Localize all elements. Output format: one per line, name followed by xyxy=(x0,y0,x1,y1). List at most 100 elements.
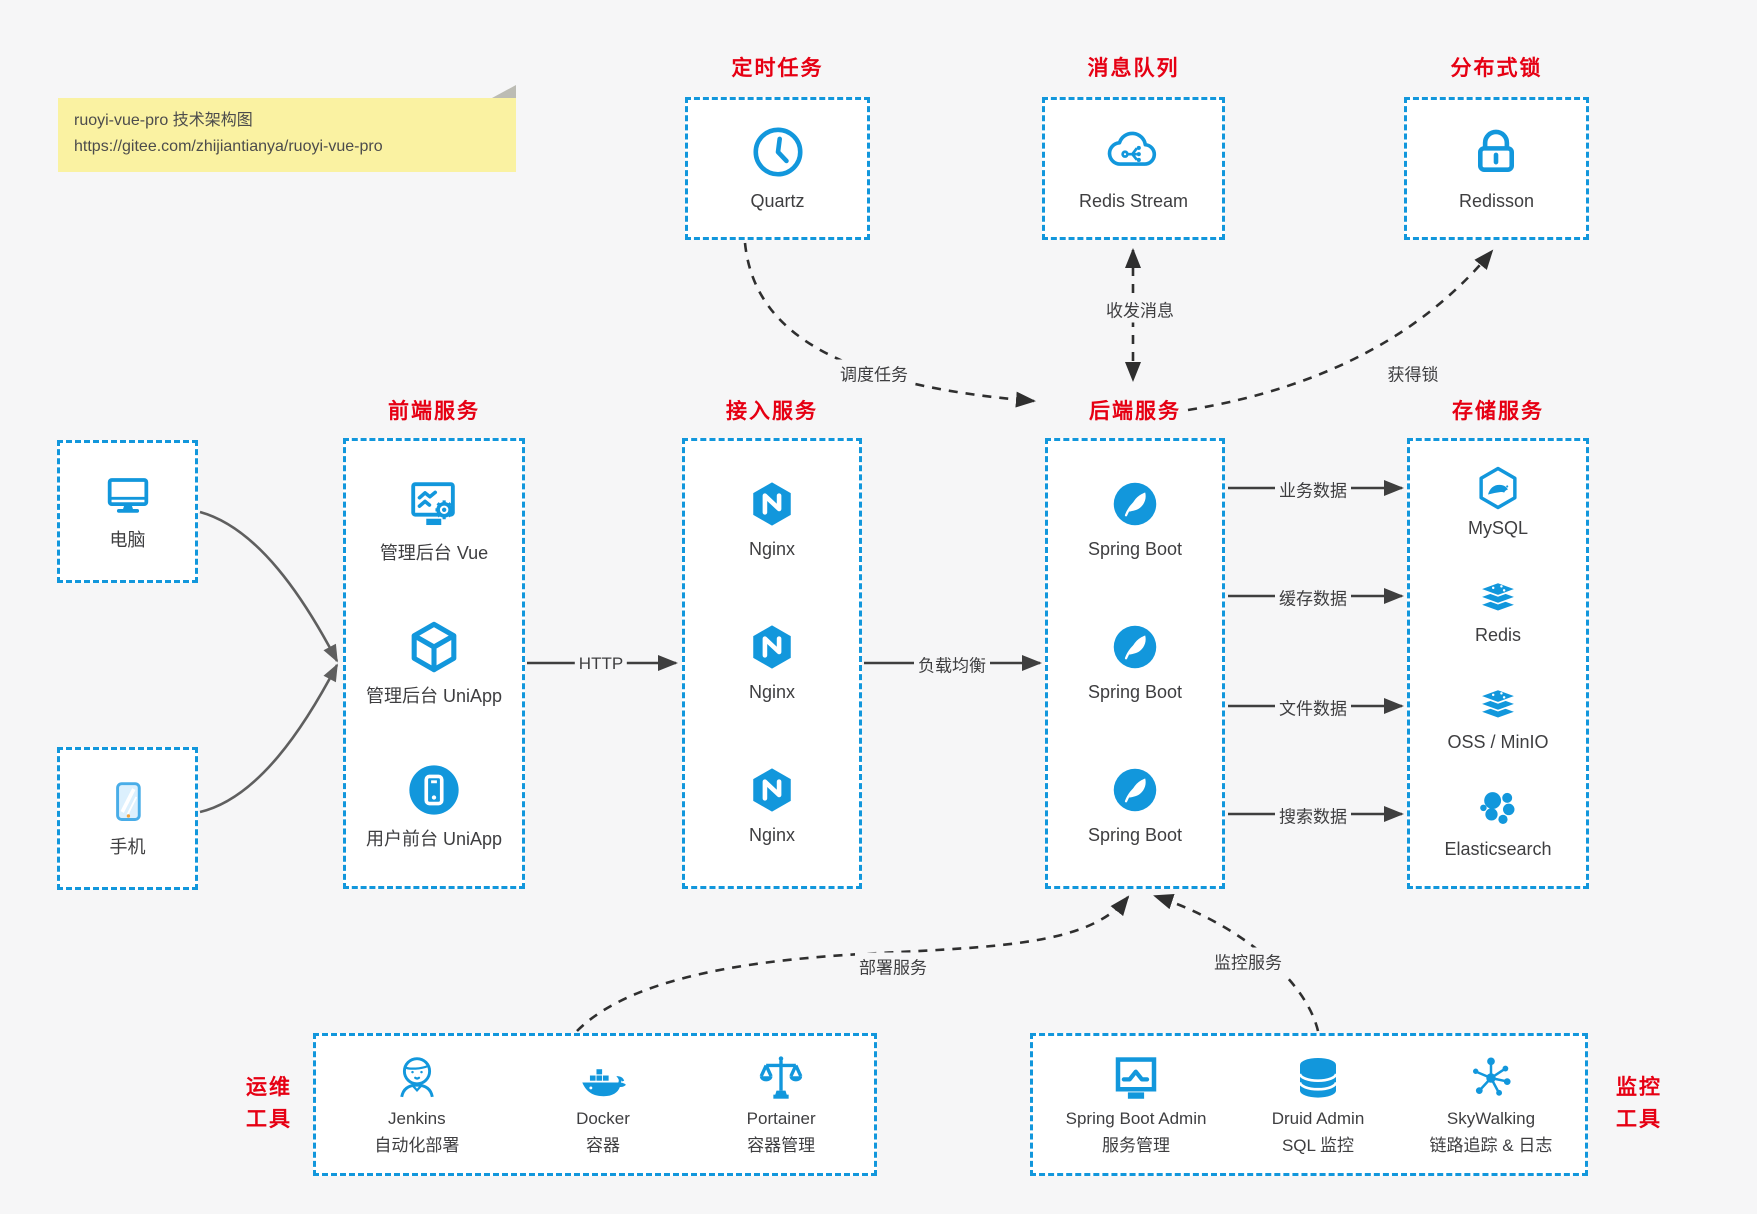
user-app-icon xyxy=(409,765,459,815)
topology-icon xyxy=(1472,1057,1511,1096)
storage-item: OSS / MinIO xyxy=(1447,679,1549,755)
frontend-box: 管理后台 Vue 管理后台 UniApp 用户前台 UniApp xyxy=(343,438,525,889)
mq-item: Redis Stream xyxy=(1079,123,1188,214)
phone-box: 手机 xyxy=(57,747,198,890)
gateway-item: Nginx xyxy=(747,765,797,848)
computer-icon xyxy=(107,478,148,513)
ops-item: Docker 容器 xyxy=(576,1051,630,1158)
tool-name: SkyWalking xyxy=(1446,1108,1536,1128)
tool-name: Docker xyxy=(576,1108,630,1128)
edge-label-load-balance: 负载均衡 xyxy=(914,650,990,678)
monitoring-item: Druid Admin SQL 监控 xyxy=(1272,1051,1364,1158)
monitoring-item: SkyWalking 链路追踪 & 日志 xyxy=(1429,1051,1553,1158)
mysql-icon xyxy=(1479,466,1517,509)
node-label: 管理后台 Vue xyxy=(379,542,489,563)
node-label: Redis xyxy=(1474,624,1522,645)
tool-desc: 自动化部署 xyxy=(374,1135,460,1155)
node-label: OSS / MinIO xyxy=(1447,732,1549,753)
tool-desc: 容器管理 xyxy=(747,1135,816,1155)
springboot-icon xyxy=(1113,482,1157,526)
tool-desc: 服务管理 xyxy=(1102,1135,1171,1155)
node-label: MySQL xyxy=(1467,517,1528,538)
storage-box: MySQL Redis OSS / MinIO xyxy=(1407,438,1589,889)
tool-desc: 容器 xyxy=(586,1135,620,1155)
group-title-backend: 后端服务 xyxy=(1089,400,1181,423)
frontend-item: 用户前台 UniApp xyxy=(366,761,502,852)
note-title: ruoyi-vue-pro 技术架构图 xyxy=(74,112,253,129)
scheduler-item: Quartz xyxy=(749,123,807,214)
tool-name: Spring Boot Admin xyxy=(1065,1108,1207,1128)
nginx-icon xyxy=(753,482,791,526)
docker-whale-icon xyxy=(582,1069,626,1097)
node-label: Spring Boot xyxy=(1087,681,1183,702)
group-title-scheduler: 定时任务 xyxy=(731,57,824,80)
node-label: Redisson xyxy=(1458,190,1535,211)
database-icon xyxy=(1298,1057,1338,1098)
ops-title-line2: 工具 xyxy=(246,1107,292,1131)
tool-name: Jenkins xyxy=(388,1108,446,1128)
phone-item: 手机 xyxy=(103,777,153,860)
edge-label-monitor-service: 监控服务 xyxy=(1210,947,1286,975)
storage-stack-icon xyxy=(1478,688,1518,720)
monitoring-tools-box: Spring Boot Admin 服务管理 Druid Admin SQL 监… xyxy=(1030,1033,1588,1176)
ops-item: Portainer 容器管理 xyxy=(747,1051,816,1158)
edge-label-acquire-lock: 获得锁 xyxy=(1383,359,1443,387)
lock-box: Redisson xyxy=(1404,97,1589,240)
monitoring-title-line1: 监控 xyxy=(1616,1076,1662,1099)
node-label: 管理后台 UniApp xyxy=(365,685,503,706)
nginx-icon xyxy=(753,625,791,669)
edge-label-schedule-task: 调度任务 xyxy=(836,359,912,387)
monitoring-item: Spring Boot Admin 服务管理 xyxy=(1065,1051,1207,1158)
ops-tools-title: 运维 工具 xyxy=(230,1072,308,1135)
ops-tools-box: Jenkins 自动化部署 Docker 容器 xyxy=(313,1033,877,1176)
edge-label-deploy-service: 部署服务 xyxy=(855,952,931,980)
edge-label-cache-data: 缓存数据 xyxy=(1275,583,1351,611)
storage-item: Elasticsearch xyxy=(1444,786,1552,862)
node-label: 手机 xyxy=(109,836,146,857)
monitoring-title-line2: 工具 xyxy=(1616,1107,1662,1131)
jenkins-icon xyxy=(400,1057,434,1098)
cloud-stream-icon xyxy=(1108,131,1157,166)
edge-label-file-data: 文件数据 xyxy=(1275,693,1351,721)
edge-label-send-receive: 收发消息 xyxy=(1102,295,1178,323)
node-label: Redis Stream xyxy=(1078,190,1189,211)
monitor-chart-icon xyxy=(1115,1057,1157,1099)
ops-item: Jenkins 自动化部署 xyxy=(374,1051,459,1158)
group-title-lock: 分布式锁 xyxy=(1450,57,1543,80)
gateway-item: Nginx xyxy=(747,479,797,562)
uniapp-cube-icon xyxy=(411,621,457,673)
lock-item: Redisson xyxy=(1459,123,1534,214)
springboot-icon xyxy=(1113,625,1157,669)
frontend-item: 管理后台 UniApp xyxy=(366,618,502,709)
nginx-icon xyxy=(753,768,791,812)
computer-box: 电脑 xyxy=(57,440,198,583)
elasticsearch-icon xyxy=(1480,792,1515,825)
group-title-gateway: 接入服务 xyxy=(726,400,818,423)
tool-desc: 链路追踪 & 日志 xyxy=(1429,1135,1553,1155)
backend-item: Spring Boot xyxy=(1088,622,1182,705)
frontend-item: 管理后台 Vue xyxy=(380,475,488,566)
node-label: 电脑 xyxy=(109,529,146,550)
tool-desc: SQL 监控 xyxy=(1281,1135,1355,1155)
edge-label-http: HTTP xyxy=(574,653,628,675)
redis-stack-icon xyxy=(1478,581,1518,613)
computer-item: 电脑 xyxy=(103,470,153,553)
mq-box: Redis Stream xyxy=(1042,97,1225,240)
clock-icon xyxy=(752,127,803,177)
node-label: Spring Boot xyxy=(1087,824,1183,845)
node-label: Elasticsearch xyxy=(1444,839,1552,860)
note-url: https://gitee.com/zhijiantianya/ruoyi-vu… xyxy=(74,137,383,155)
group-title-mq: 消息队列 xyxy=(1087,57,1180,80)
gateway-item: Nginx xyxy=(747,622,797,705)
ops-title-line1: 运维 xyxy=(246,1076,292,1099)
backend-item: Spring Boot xyxy=(1088,765,1182,848)
edge-label-business-data: 业务数据 xyxy=(1275,475,1351,503)
storage-item: MySQL xyxy=(1468,465,1528,541)
backend-box: Spring Boot Spring Boot Spring Boot xyxy=(1045,438,1225,889)
storage-item: Redis xyxy=(1475,572,1521,648)
backend-item: Spring Boot xyxy=(1088,479,1182,562)
group-title-storage: 存储服务 xyxy=(1452,400,1544,423)
scales-icon xyxy=(759,1056,803,1099)
sticky-note: ruoyi-vue-pro 技术架构图 https://gitee.com/zh… xyxy=(58,85,516,172)
node-label: Nginx xyxy=(748,681,796,702)
